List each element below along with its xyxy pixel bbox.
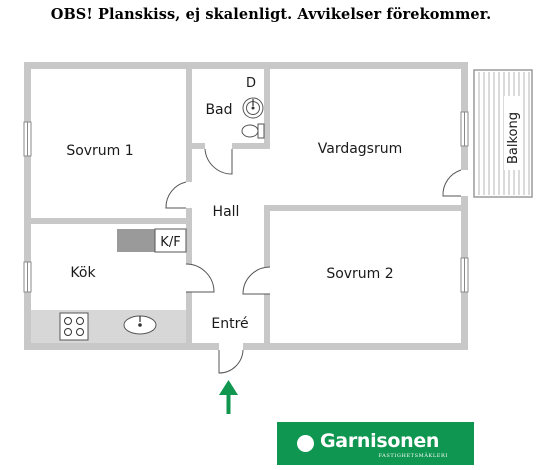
room-labels: Sovrum 1 Bad Vardagsrum Hall Kök Sovrum … <box>66 102 402 332</box>
room-label-sovrum-1: Sovrum 1 <box>66 143 133 159</box>
wall-sovrum1-right-bottom <box>186 208 192 224</box>
interior-walls <box>31 69 468 350</box>
room-label-sovrum-2: Sovrum 2 <box>326 266 393 282</box>
fridge-freezer <box>117 229 155 252</box>
wall-sovrum1-bottom <box>31 218 192 224</box>
stove-burner <box>64 328 72 336</box>
wall-bad-right <box>264 69 270 149</box>
wall-left <box>24 62 31 350</box>
kitchen-sink-icon <box>123 315 157 335</box>
doors <box>165 148 462 374</box>
stove-burner <box>76 328 84 336</box>
room-label-kok: Kök <box>70 265 96 281</box>
stove-body <box>59 312 89 341</box>
toilet-bowl <box>241 124 259 138</box>
disclaimer-notice: OBS! Planskiss, ej skalenligt. Avvikelse… <box>50 6 492 23</box>
room-label-bad: Bad <box>205 102 232 118</box>
brand-logo: Garnisonen FASTIGHETSMÄKLERI <box>277 422 474 465</box>
balcony-label-bg <box>504 96 521 170</box>
stove-burner <box>76 317 84 325</box>
door-swing-icon <box>204 148 233 175</box>
wall-bad-bottom-right <box>232 143 270 149</box>
bathroom-fixtures: D <box>241 76 265 139</box>
door-swing-icon <box>218 349 244 374</box>
stove-icon <box>59 312 89 341</box>
kitchen-fixtures: K/F <box>31 228 187 343</box>
door-swing-icon <box>442 169 462 197</box>
balcony-label: Balkong <box>506 112 521 164</box>
wall-bottom-left <box>24 343 219 350</box>
room-label-hall: Hall <box>213 204 240 220</box>
entrance-arrow-head <box>219 380 238 395</box>
stove-burner <box>64 317 72 325</box>
room-label-vardagsrum: Vardagsrum <box>318 141 403 157</box>
door-swing-icon <box>165 181 187 209</box>
windows <box>23 111 469 293</box>
fridge-freezer-label: K/F <box>160 235 180 250</box>
door-swing-icon <box>242 266 271 295</box>
entrance-arrow-shaft <box>226 392 231 414</box>
logo-name: Garnisonen <box>320 429 440 452</box>
wall-kok-right-top <box>186 224 192 264</box>
wall-bottom-right <box>243 343 468 350</box>
bathroom-sink-drain <box>251 106 255 110</box>
wall-sovrum2-top <box>264 205 468 211</box>
bathroom-sink-icon <box>242 97 264 119</box>
kitchen-counter <box>31 310 186 343</box>
fridge-freezer-label-box <box>154 228 187 253</box>
wall-sovrum1-right-top <box>186 69 192 182</box>
balcony: Balkong <box>473 69 533 198</box>
entrance-arrow-icon <box>219 380 238 414</box>
dryer-label: D <box>246 76 256 91</box>
wall-kok-right-bottom <box>186 292 192 350</box>
wall-sovrum2-left-bottom <box>264 294 270 350</box>
room-label-entre: Entré <box>211 316 248 332</box>
kitchen-sink-drain <box>138 323 142 327</box>
logo-tagline: FASTIGHETSMÄKLERI <box>378 453 448 459</box>
wall-bad-bottom-left <box>192 143 205 149</box>
logo-dot-icon <box>297 435 314 452</box>
wall-top <box>24 62 468 69</box>
toilet-tank <box>257 123 265 139</box>
balcony-outline <box>473 69 533 198</box>
toilet-icon <box>241 123 265 139</box>
wall-sovrum2-left-top <box>264 205 270 267</box>
door-swing-icon <box>185 263 215 293</box>
